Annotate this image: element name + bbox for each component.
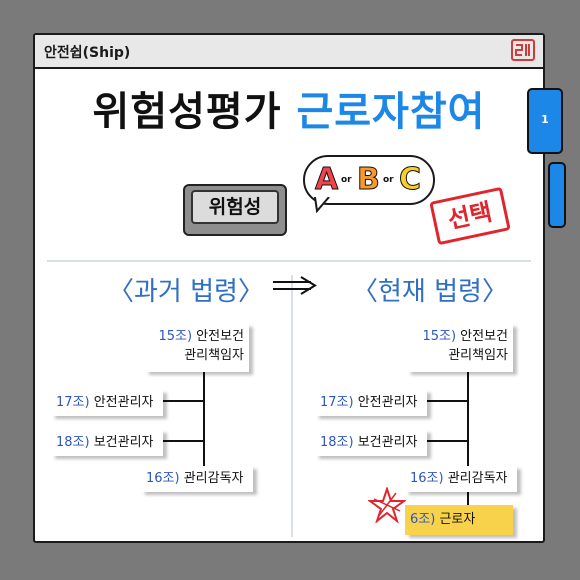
- past-node-15: 15조) 안전보건 관리책임자: [145, 324, 249, 372]
- present-node-6-worker: 6조) 근로자: [405, 505, 513, 535]
- past-node-17: 17조) 안전관리자: [51, 390, 163, 416]
- side-tab-1[interactable]: 1: [527, 88, 563, 154]
- options-bubble: A or B or C: [303, 155, 435, 205]
- present-node-17: 17조) 안전관리자: [315, 390, 427, 416]
- present-node-15: 15조) 안전보건 관리책임자: [407, 324, 513, 372]
- side-tab-2[interactable]: [548, 162, 566, 228]
- present-law-title: 〈현재 법령〉: [352, 277, 508, 307]
- present-node-15-line1: 안전보건: [460, 329, 508, 344]
- present-node-18: 18조) 보건관리자: [315, 430, 427, 456]
- title-bar: 안전쉽(Ship): [35, 35, 543, 69]
- content-card: 안전쉽(Ship) 위험성평가 근로자참여 위험성 A or B or C 선택…: [33, 33, 545, 543]
- risk-key-label: 위험성: [191, 190, 279, 224]
- risk-key: 위험성: [183, 184, 287, 236]
- horizontal-divider: [47, 260, 531, 262]
- present-node-15-num: 15조): [422, 329, 457, 344]
- present-node-18-num: 18조): [320, 435, 354, 450]
- option-b: B: [357, 162, 381, 197]
- app-title: 안전쉽(Ship): [44, 45, 131, 61]
- or-label-2: or: [383, 175, 394, 185]
- right-arrow-icon: [273, 276, 317, 295]
- present-tree-trunk: [467, 357, 469, 507]
- present-node-17-text: 안전관리자: [357, 395, 418, 410]
- present-branch-17: [427, 400, 468, 402]
- past-tree-trunk: [203, 357, 205, 479]
- logo-icon: [511, 39, 535, 61]
- past-node-17-text: 안전관리자: [93, 395, 154, 410]
- present-branch-18: [427, 440, 468, 442]
- present-node-17-num: 17조): [320, 395, 354, 410]
- present-node-16: 16조) 관리감독자: [405, 466, 517, 492]
- vertical-divider: [291, 275, 293, 537]
- select-stamp: 선택: [429, 186, 511, 246]
- past-node-15-num: 15조): [158, 329, 193, 344]
- option-c: C: [398, 162, 422, 197]
- headline-part2: 근로자참여: [296, 89, 486, 135]
- option-a: A: [314, 162, 339, 197]
- past-law-title: 〈과거 법령〉: [108, 277, 264, 307]
- present-node-15-line2: 관리책임자: [448, 348, 508, 363]
- headline: 위험성평가 근로자참여: [35, 79, 543, 137]
- past-node-16: 16조) 관리감독자: [141, 466, 253, 492]
- past-node-16-text: 관리감독자: [183, 471, 244, 486]
- past-node-15-line1: 안전보건: [196, 329, 244, 344]
- past-node-18-num: 18조): [56, 435, 90, 450]
- bubble-tail: [314, 197, 330, 213]
- star-icon: [368, 487, 406, 523]
- present-node-16-num: 16조): [410, 471, 444, 486]
- past-node-17-num: 17조): [56, 395, 90, 410]
- past-node-15-line2: 관리책임자: [184, 348, 244, 363]
- or-label-1: or: [341, 175, 352, 185]
- past-node-18: 18조) 보건관리자: [51, 430, 163, 456]
- past-branch-17: [163, 400, 204, 402]
- past-branch-18: [163, 440, 204, 442]
- headline-part1: 위험성평가: [92, 89, 282, 135]
- present-node-6-num: 6조): [410, 512, 436, 527]
- present-node-6-text: 근로자: [439, 512, 476, 527]
- present-node-16-text: 관리감독자: [447, 471, 508, 486]
- past-node-16-num: 16조): [146, 471, 180, 486]
- present-node-18-text: 보건관리자: [357, 435, 418, 450]
- past-node-18-text: 보건관리자: [93, 435, 154, 450]
